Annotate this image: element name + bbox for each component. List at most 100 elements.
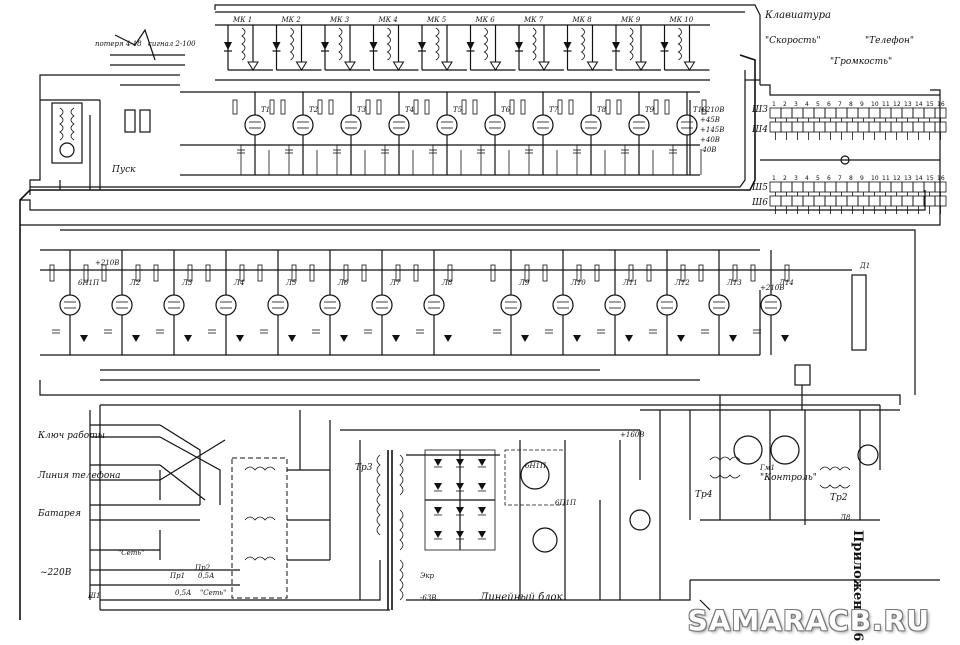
relay-label: МК 6	[475, 16, 496, 24]
tube-top-3: Т3	[328, 92, 371, 175]
label-start: Пуск	[111, 165, 136, 175]
tube-label: Л7	[389, 279, 401, 287]
label-off: "Сеть"	[200, 589, 226, 597]
label-v8: -63В	[420, 594, 436, 602]
relay-label: МК 9	[620, 16, 641, 24]
tube-top-4: Т4	[376, 92, 419, 175]
label-tr3: Тр3	[355, 463, 373, 473]
tube-label: Т4	[405, 106, 414, 114]
relay-mk-6: МК 6	[466, 16, 516, 71]
tube-top-1: Т1	[232, 92, 275, 175]
tube-mid-12: Л12	[646, 250, 690, 355]
label-on: "Сеть"	[118, 549, 144, 557]
label-linear-block: Линейный блок	[479, 592, 563, 603]
connector-pin-label: 15	[926, 101, 934, 108]
tube-label: Л6	[337, 279, 349, 287]
connector-pin-label: 5	[816, 175, 820, 182]
tube-mid-4: Л4	[205, 250, 245, 355]
label-6n1p: 6Н1П	[525, 462, 547, 470]
tube-top-10: Т10	[664, 92, 707, 175]
tube-label: Л13	[726, 279, 742, 287]
relay-label: МК 10	[669, 16, 694, 24]
label-sh1: Ш1	[87, 592, 100, 600]
tube-top-6: Т6	[472, 92, 515, 175]
top-tube-stage: Т1 Т2 Т3 Т4 Т5 Т6 Т7 Т8 Т9 Т10	[180, 92, 707, 176]
connector-pin-label: 11	[882, 175, 890, 182]
label-sh4: Ш4	[751, 125, 768, 135]
power-supply	[430, 410, 940, 611]
connector-pin-label: 8	[849, 175, 853, 182]
relay-label: МК 1	[232, 16, 252, 24]
relay-label: МК 3	[329, 16, 350, 24]
tube-top-7: Т7	[520, 92, 563, 175]
main-buses	[19, 4, 941, 620]
connector-pin-label: 10	[871, 175, 879, 182]
label-v9: +210В	[95, 259, 119, 267]
label-key-work: Ключ работы	[37, 430, 105, 441]
connector-pin-label: 14	[915, 101, 923, 108]
tube-label: Т6	[501, 106, 511, 114]
tube-label: Т9	[645, 106, 655, 114]
connector-pin-label: 5	[816, 101, 820, 108]
diagram-labels: Клавиатура Линейный блок "Скорость" "Тел…	[37, 10, 914, 603]
connector-pin-label: 13	[904, 101, 912, 108]
tube-label: Л2	[129, 279, 141, 287]
tube-mid-1: 6Н1П	[49, 250, 100, 355]
relay-mk-3: МК 3	[321, 16, 370, 71]
tube-top-2: Т2	[280, 92, 323, 175]
tube-label: Т2	[309, 106, 319, 114]
label-signal: сигнал 2-100	[148, 40, 196, 48]
label-v3: +145В	[700, 126, 724, 134]
tube-mid-8: Л8	[413, 250, 453, 355]
label-control: "Контроль"	[760, 473, 817, 483]
tube-mid-5: Л5	[257, 250, 297, 355]
tube-label: Т3	[357, 106, 367, 114]
tube-label: Л12	[674, 279, 690, 287]
relay-mk-9: МК 9	[612, 16, 661, 71]
label-v2: +45В	[700, 116, 720, 124]
connector-pin-label: 9	[860, 175, 864, 182]
label-line-phone: Линия телефона	[37, 471, 121, 481]
connector-pin-label: 12	[893, 175, 901, 182]
label-v1: +210В	[700, 106, 724, 114]
label-telephone: "Телефон"	[865, 36, 914, 46]
tube-label: Т5	[453, 106, 463, 114]
label-v6: +210В	[760, 284, 784, 292]
connector-pin-label: 2	[783, 175, 787, 182]
connector-pin-label: 6	[827, 101, 831, 108]
relay-mk-7: МК 7	[515, 16, 564, 71]
relay-label: МК 8	[572, 16, 593, 24]
connector-pin-label: 12	[893, 101, 901, 108]
connector-pin-label: 10	[871, 101, 879, 108]
label-v4: +40В	[700, 136, 720, 144]
tube-top-8: Т8	[568, 92, 611, 175]
tube-mid-10: Л10	[542, 250, 586, 355]
relay-mk-10: МК 10	[660, 16, 710, 71]
label-gm1: Гм1	[759, 464, 775, 472]
connector-pin-label: 13	[904, 175, 912, 182]
tube-mid-11: Л11	[594, 250, 638, 355]
tube-label: 6Н1П	[78, 279, 100, 287]
tube-top-5: Т5	[424, 92, 467, 175]
connector-pin-label: 11	[882, 101, 890, 108]
label-d1: Д1	[859, 262, 870, 270]
tube-label: Л8	[441, 279, 453, 287]
tube-label: Л3	[181, 279, 193, 287]
connector-pin-label: 6	[827, 175, 831, 182]
label-sh6: Ш6	[751, 198, 768, 208]
relay-label: МК 7	[523, 16, 544, 24]
tube-label: Л4	[233, 279, 244, 287]
label-sh3: Ш3	[751, 105, 768, 115]
label-v7: +160В	[620, 431, 644, 439]
tube-label: Л5	[285, 279, 297, 287]
watermark: SAMARACB.RU	[687, 604, 930, 637]
tube-label: Т8	[597, 106, 607, 114]
label-tr2: Тр2	[830, 493, 848, 503]
relay-mk-8: МК 8	[563, 16, 613, 71]
label-loss: потеря 4-18	[95, 40, 142, 48]
rectifier-bridge	[424, 449, 496, 551]
tube-mid-2: Л2	[101, 250, 141, 355]
line-section	[89, 405, 390, 611]
